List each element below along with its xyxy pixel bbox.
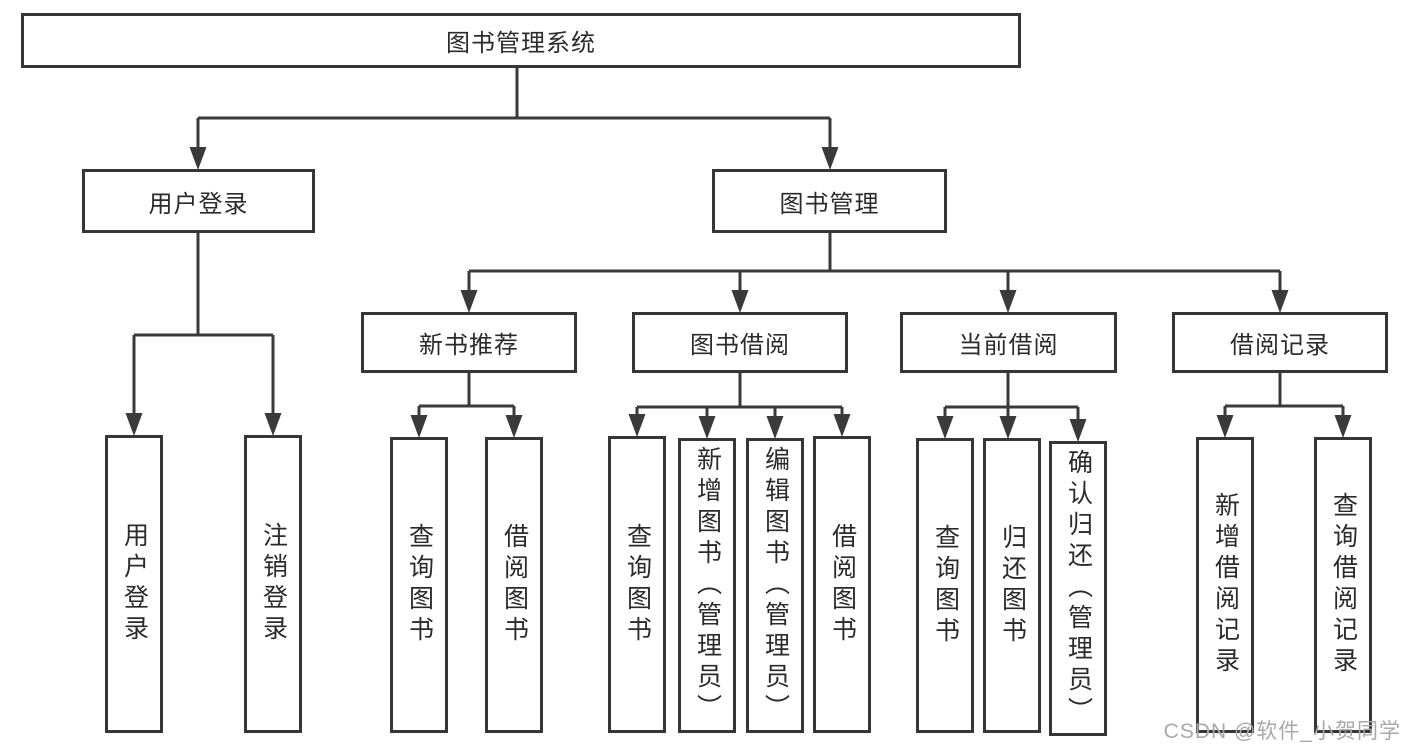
node-leaf-edit-book-admin: 编辑图书（管理员） — [746, 438, 804, 733]
node-book-borrow-label: 图书借阅 — [690, 332, 790, 359]
node-user-login-label: 用户登录 — [148, 190, 249, 218]
node-leaf-edit-book-admin-label: 编辑图书（管理员） — [761, 446, 790, 725]
node-leaf-confirm-return-admin-label: 确认归还（管理员） — [1064, 449, 1093, 728]
node-leaf-query-book-3: 查询图书 — [916, 438, 974, 733]
csdn-watermark: CSDN @软件_小贺同学 — [1163, 720, 1401, 743]
node-leaf-logout-label: 注销登录 — [259, 522, 288, 646]
connector-user-login-children — [125, 233, 282, 436]
node-leaf-query-borrow-record-label: 查询借阅记录 — [1329, 492, 1358, 678]
connector-borrow-record-children — [1216, 373, 1352, 438]
node-leaf-query-book-2-label: 查询图书 — [623, 522, 652, 647]
node-leaf-add-borrow-record-label: 新增借阅记录 — [1211, 492, 1240, 678]
node-borrow-record-label: 借阅记录 — [1230, 332, 1330, 359]
connector-book-mgmt-children — [460, 233, 1289, 313]
node-leaf-add-book-admin-label: 新增图书（管理员） — [693, 446, 722, 725]
node-leaf-query-book-1: 查询图书 — [390, 437, 448, 733]
connector-current-borrow-children — [936, 373, 1087, 442]
node-leaf-borrow-book-2: 借阅图书 — [813, 436, 871, 733]
node-leaf-user-login-label: 用户登录 — [120, 522, 149, 646]
node-leaf-add-book-admin: 新增图书（管理员） — [678, 438, 736, 733]
connector-root-to-level2 — [189, 68, 839, 170]
node-leaf-borrow-book-1-label: 借阅图书 — [500, 523, 529, 647]
node-leaf-confirm-return-admin: 确认归还（管理员） — [1049, 441, 1107, 736]
node-current-borrow: 当前借阅 — [900, 312, 1117, 373]
connector-book-borrow-children — [628, 373, 851, 439]
node-borrow-record: 借阅记录 — [1172, 312, 1388, 373]
node-current-borrow-label: 当前借阅 — [958, 332, 1059, 359]
node-library-system: 图书管理系统 — [21, 13, 1021, 68]
node-user-login: 用户登录 — [82, 169, 315, 233]
node-book-management-label: 图书管理 — [779, 190, 880, 218]
node-leaf-query-book-3-label: 查询图书 — [931, 523, 960, 648]
node-leaf-add-borrow-record: 新增借阅记录 — [1196, 437, 1254, 733]
node-book-management: 图书管理 — [712, 169, 947, 233]
node-leaf-query-book-2: 查询图书 — [608, 436, 666, 733]
node-leaf-query-borrow-record: 查询借阅记录 — [1314, 437, 1372, 733]
node-leaf-user-login: 用户登录 — [105, 435, 163, 733]
node-leaf-return-book: 归还图书 — [983, 438, 1041, 733]
connector-new-book-children — [410, 373, 523, 438]
node-new-book-recommend: 新书推荐 — [361, 312, 577, 373]
node-book-borrow: 图书借阅 — [632, 312, 848, 373]
node-leaf-logout: 注销登录 — [244, 435, 302, 733]
node-new-book-recommend-label: 新书推荐 — [419, 332, 519, 359]
node-leaf-borrow-book-1: 借阅图书 — [485, 437, 543, 733]
node-leaf-query-book-1-label: 查询图书 — [405, 523, 434, 647]
node-library-system-label: 图书管理系统 — [446, 30, 596, 57]
node-leaf-borrow-book-2-label: 借阅图书 — [828, 522, 857, 647]
node-leaf-return-book-label: 归还图书 — [998, 523, 1027, 648]
